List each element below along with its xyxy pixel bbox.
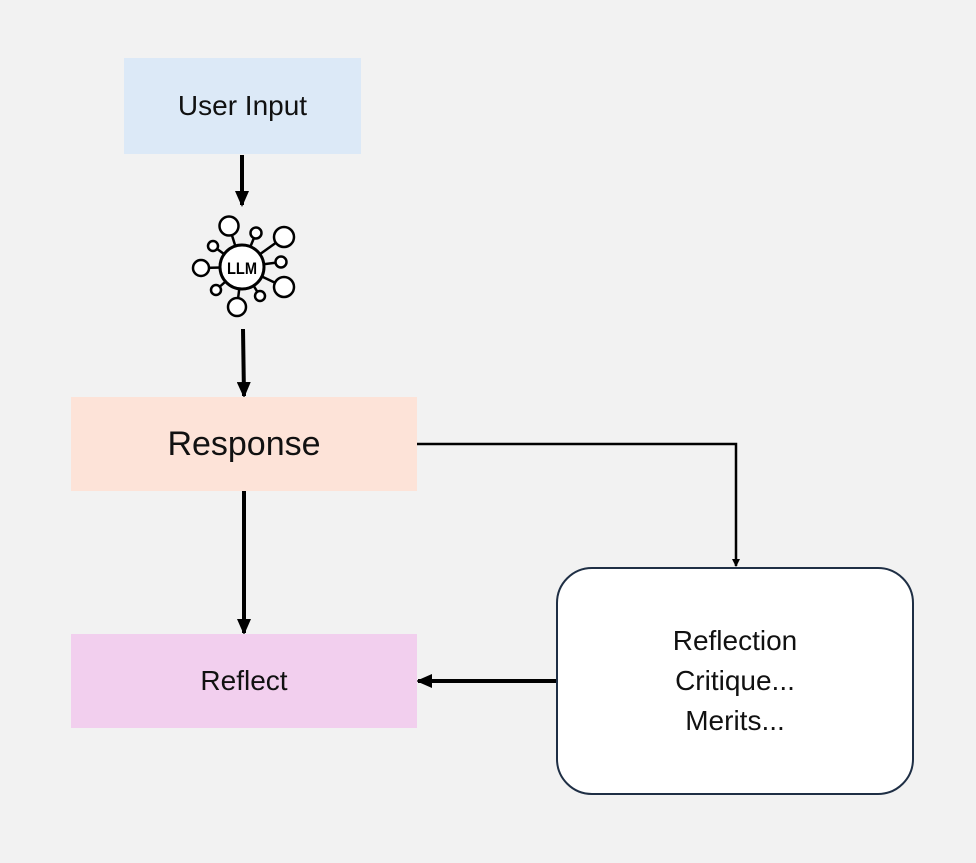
- reflection-line-merits: Merits...: [685, 705, 785, 736]
- reflection-node: Reflection Critique... Merits...: [556, 567, 914, 795]
- arrow-response-to-reflection: [417, 442, 740, 567]
- reflect-label: Reflect: [200, 665, 288, 696]
- user-input-label: User Input: [177, 90, 308, 121]
- arrow-llm-to-response: [236, 328, 251, 398]
- llm-network-icon: [191, 215, 296, 318]
- response-node: Response: [71, 397, 417, 491]
- llm-icon-label: LLM: [227, 259, 257, 278]
- response-label: Response: [167, 424, 321, 463]
- reflection-line-title: Reflection: [672, 625, 798, 656]
- reflection-line-critique: Critique...: [675, 665, 795, 696]
- reflect-node: Reflect: [71, 634, 417, 728]
- user-input-node: User Input: [124, 58, 361, 154]
